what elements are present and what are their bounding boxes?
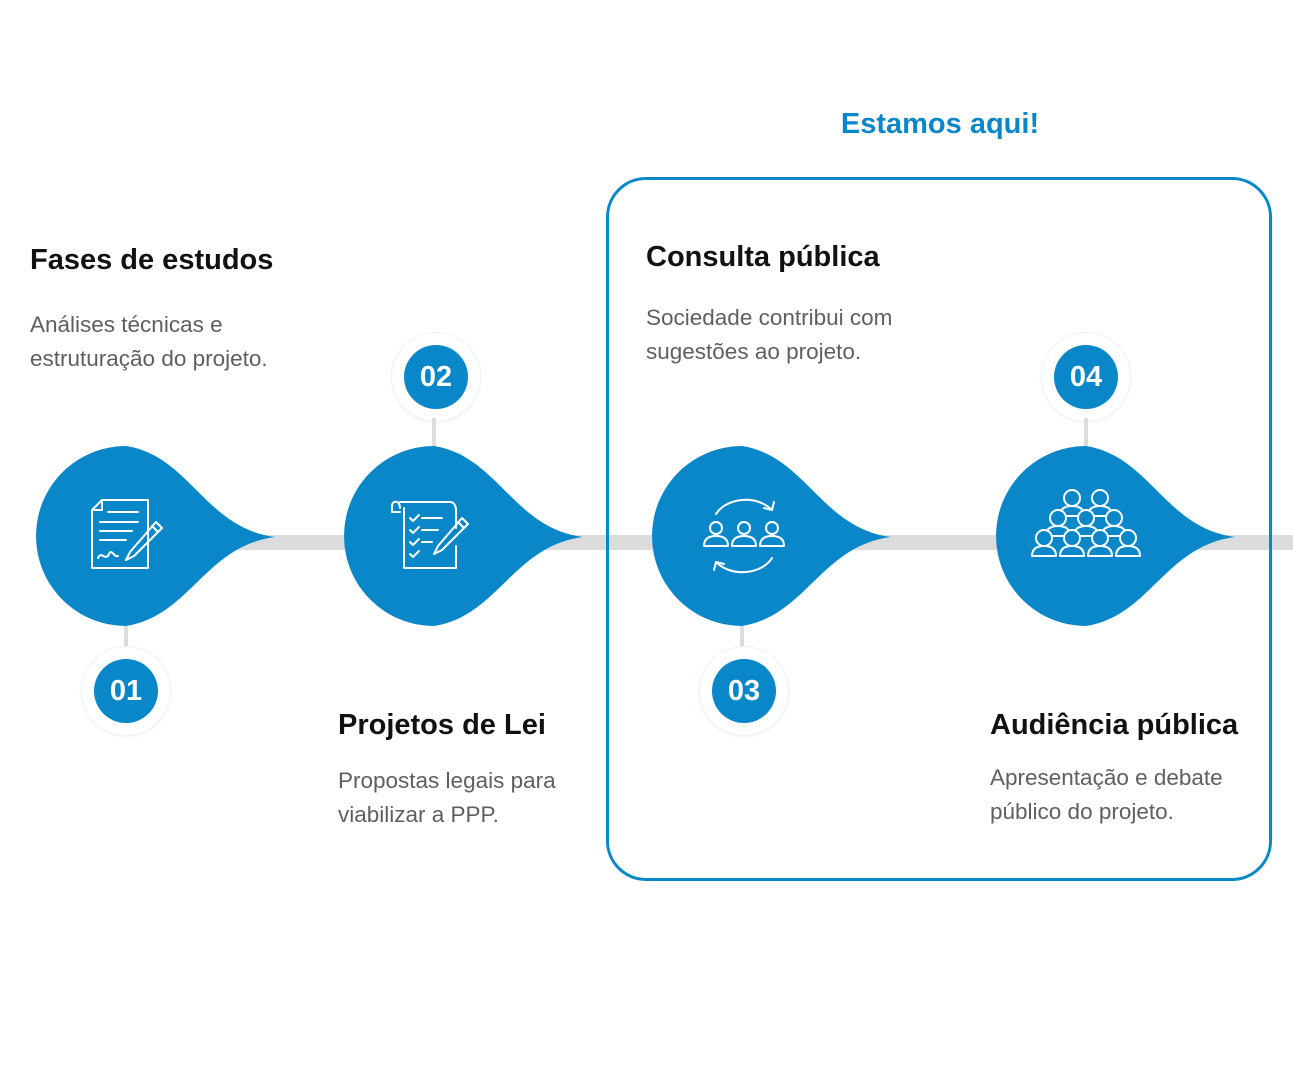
checklist-pen-icon (391, 500, 469, 569)
step-1-marker (30, 446, 276, 626)
step-2-title: Projetos de Lei (338, 709, 546, 741)
current-phase-highlight (606, 177, 1272, 881)
step-4-marker (990, 446, 1236, 626)
step-4-title: Audiência pública (990, 709, 1239, 741)
step-2-number-badge: 02 (392, 333, 480, 421)
step-4-number-badge: 04 (1042, 333, 1130, 421)
document-pen-icon (91, 499, 163, 569)
people-cycle-icon (703, 498, 785, 574)
step-3-number-badge: 03 (700, 647, 788, 735)
step-1-number-badge: 01 (82, 647, 170, 735)
current-phase-label: Estamos aqui! (840, 108, 1040, 140)
step-3-marker (646, 446, 892, 626)
step-1-title: Fases de estudos (30, 244, 274, 276)
audience-icon (1031, 489, 1141, 557)
step-3-title: Consulta pública (646, 241, 880, 273)
step-2-marker (338, 446, 584, 626)
